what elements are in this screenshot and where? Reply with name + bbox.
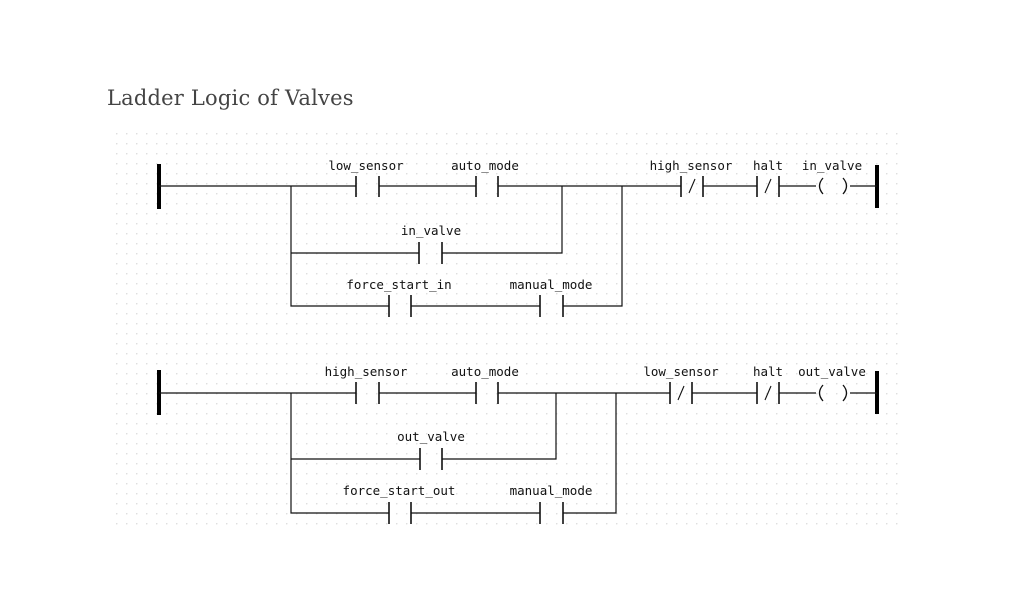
contact-label: high_sensor [650, 158, 733, 173]
contact-in-valve-seal[interactable]: in_valve [401, 223, 461, 264]
contact-label: force_start_out [343, 483, 456, 498]
grid-background [116, 133, 902, 525]
contact-label: manual_mode [510, 277, 593, 292]
contact-manual-mode[interactable]: manual_mode [510, 483, 593, 524]
contact-force-start-in[interactable]: force_start_in [346, 277, 452, 317]
rung-out-valve: high_sensor auto_mode out_valve force_st… [157, 364, 879, 524]
page-title: Ladder Logic of Valves [107, 86, 354, 110]
contact-label: auto_mode [451, 158, 519, 173]
rung-in-valve: low_sensor auto_mode in_valve force_star… [157, 158, 879, 317]
contact-label: auto_mode [451, 364, 519, 379]
contact-force-start-out[interactable]: force_start_out [343, 483, 456, 524]
contact-label: force_start_in [346, 277, 451, 292]
contact-auto-mode[interactable]: auto_mode [451, 364, 519, 404]
coil-label: in_valve [802, 158, 862, 173]
contact-label: low_sensor [328, 158, 404, 173]
nc-contact-low-sensor[interactable]: low_sensor [643, 364, 719, 404]
contact-label: low_sensor [643, 364, 719, 379]
nc-contact-high-sensor[interactable]: high_sensor [650, 158, 733, 197]
contact-label: in_valve [401, 223, 461, 238]
contact-high-sensor[interactable]: high_sensor [325, 364, 408, 404]
nc-contact-halt[interactable]: halt [753, 158, 783, 197]
contact-label: manual_mode [510, 483, 593, 498]
coil-out-valve[interactable]: out_valve [798, 364, 866, 402]
contact-manual-mode[interactable]: manual_mode [510, 277, 593, 317]
contact-label: out_valve [397, 429, 465, 444]
contact-auto-mode[interactable]: auto_mode [451, 158, 519, 197]
contact-low-sensor[interactable]: low_sensor [328, 158, 404, 197]
contact-label: halt [753, 364, 783, 379]
coil-label: out_valve [798, 364, 866, 379]
contact-out-valve-seal[interactable]: out_valve [397, 429, 465, 470]
contact-label: halt [753, 158, 783, 173]
coil-in-valve[interactable]: in_valve [802, 158, 862, 195]
nc-contact-halt[interactable]: halt [753, 364, 783, 404]
contact-label: high_sensor [325, 364, 408, 379]
